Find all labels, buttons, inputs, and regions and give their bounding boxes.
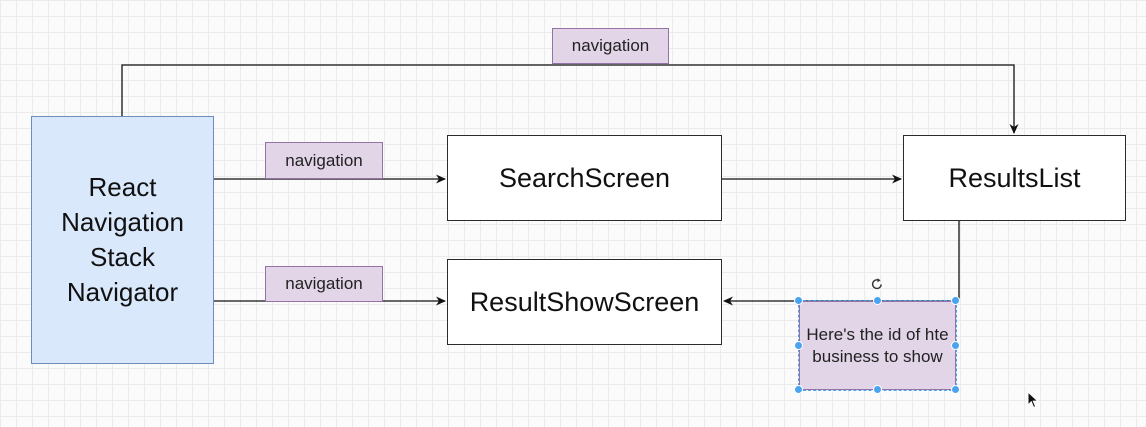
resize-handle-top-left[interactable] bbox=[794, 296, 803, 305]
edge-label-top-text: navigation bbox=[571, 36, 650, 55]
edge-label-show-navigation[interactable]: navigation bbox=[265, 266, 383, 302]
node-result-show-screen-label: ResultShowScreen bbox=[469, 286, 700, 317]
rotate-handle-icon[interactable] bbox=[870, 277, 884, 291]
note-text: Here's the id of hte business to show bbox=[806, 324, 949, 366]
edge-label-show-text: navigation bbox=[285, 274, 363, 293]
node-search-screen-label: SearchScreen bbox=[498, 162, 671, 193]
edge-label-search-navigation[interactable]: navigation bbox=[265, 142, 383, 179]
resize-handle-middle-right[interactable] bbox=[951, 341, 960, 350]
node-results-list-label: ResultsList bbox=[948, 162, 1081, 193]
resize-handle-middle-left[interactable] bbox=[794, 341, 803, 350]
resize-handle-bottom-center[interactable] bbox=[873, 385, 882, 394]
edge-navigator-to-resultslist[interactable] bbox=[121, 64, 1019, 134]
node-search-screen[interactable]: SearchScreen bbox=[447, 135, 722, 221]
resize-handle-top-right[interactable] bbox=[951, 296, 960, 305]
resize-handle-top-center[interactable] bbox=[873, 296, 882, 305]
node-stack-navigator-label: React Navigation Stack Navigator bbox=[61, 172, 184, 307]
node-stack-navigator[interactable]: React Navigation Stack Navigator bbox=[31, 116, 214, 364]
resize-handle-bottom-right[interactable] bbox=[951, 385, 960, 394]
selected-note-box[interactable]: Here's the id of hte business to show bbox=[798, 300, 957, 391]
node-results-list[interactable]: ResultsList bbox=[903, 135, 1126, 221]
resize-handle-bottom-left[interactable] bbox=[794, 385, 803, 394]
edge-label-top-navigation[interactable]: navigation bbox=[552, 28, 669, 64]
mouse-pointer-icon bbox=[1027, 391, 1039, 409]
node-result-show-screen[interactable]: ResultShowScreen bbox=[447, 259, 722, 345]
edge-label-search-text: navigation bbox=[285, 150, 363, 170]
edge-resultslist-to-resultshowscreen[interactable] bbox=[723, 221, 960, 306]
